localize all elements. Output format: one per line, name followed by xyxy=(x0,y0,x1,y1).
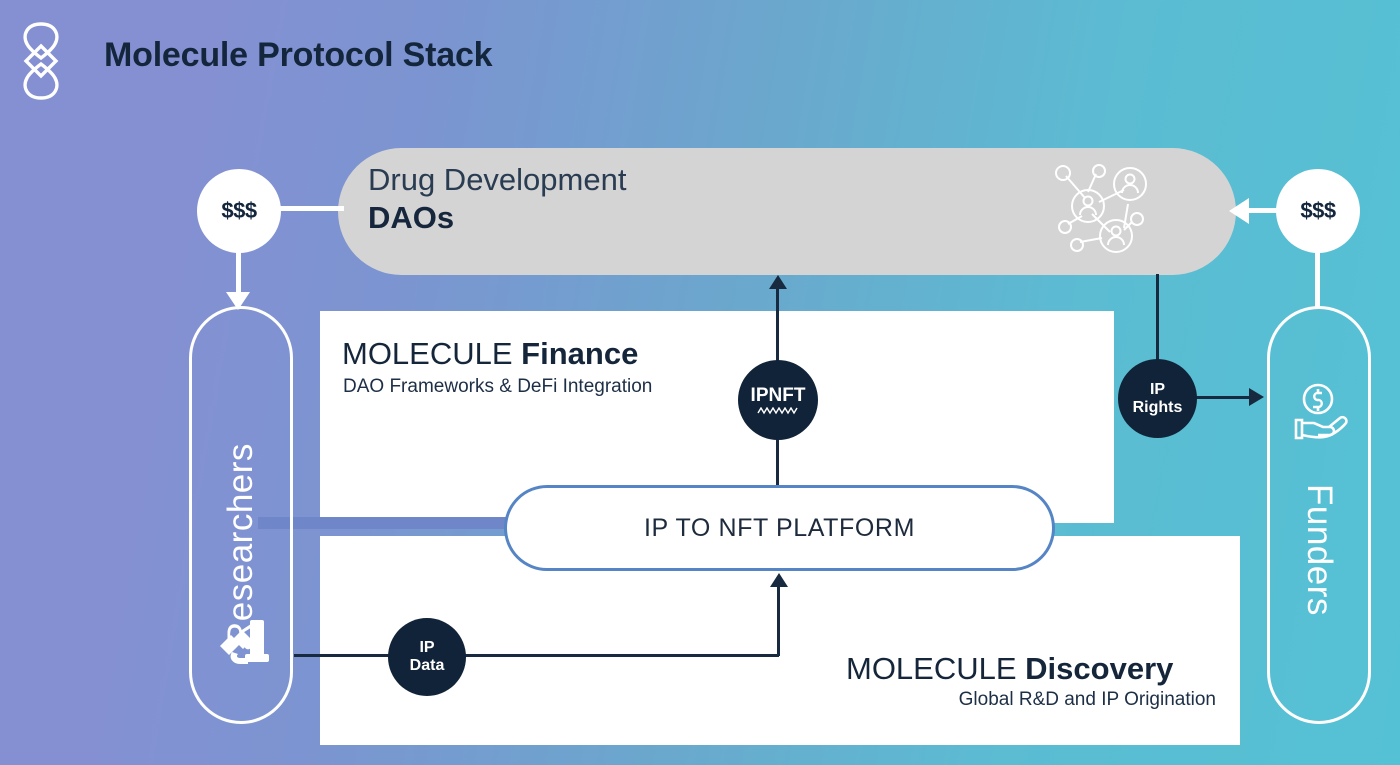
ip-to-nft-platform-pill[interactable]: IP TO NFT PLATFORM xyxy=(504,485,1055,571)
connector-ipdata-to-platform xyxy=(462,654,779,657)
ip-rights-line1: IP xyxy=(1149,380,1166,398)
connector-researchers-to-platform xyxy=(258,517,506,529)
connector-money-right-to-funders xyxy=(1315,250,1320,308)
connector-money-left-to-daos xyxy=(276,206,344,211)
discovery-title-bold: Discovery xyxy=(1025,651,1174,686)
connector-researchers-to-ipdata xyxy=(294,654,392,657)
arrow-left-to-daos-icon xyxy=(1229,198,1249,224)
discovery-subtitle: Global R&D and IP Origination xyxy=(958,689,1216,710)
microscope-icon xyxy=(212,612,274,674)
finance-title-light: MOLECULE xyxy=(342,336,522,371)
connector-up-to-platform xyxy=(777,578,780,656)
connector-daos-to-iprights xyxy=(1156,274,1159,362)
squiggle-underline-icon xyxy=(757,407,798,415)
connector-ipnft-to-daos xyxy=(776,278,779,363)
finance-subtitle: DAO Frameworks & DeFi Integration xyxy=(343,376,653,397)
arrow-right-to-funders-icon xyxy=(1249,388,1264,406)
arrow-down-to-researchers-icon xyxy=(226,292,250,310)
connector-money-left-to-researchers xyxy=(236,250,241,300)
ipnft-badge[interactable]: IPNFT xyxy=(738,360,818,440)
page-title: Molecule Protocol Stack xyxy=(104,36,493,74)
ip-rights-badge[interactable]: IP Rights xyxy=(1118,359,1197,438)
connector-money-right-to-daos xyxy=(1247,208,1283,213)
finance-title-bold: Finance xyxy=(521,336,639,371)
connector-platform-to-ipnft xyxy=(776,436,779,488)
money-badge-left[interactable]: $$$ xyxy=(197,169,281,253)
finance-title: MOLECULE Finance xyxy=(342,336,638,372)
daos-title-line1: Drug Development xyxy=(368,162,627,197)
connector-iprights-to-funders xyxy=(1194,396,1256,399)
ipnft-label: IPNFT xyxy=(750,384,806,406)
ip-data-badge[interactable]: IP Data xyxy=(388,618,466,696)
funders-label: Funders xyxy=(1300,484,1339,616)
discovery-title: MOLECULE Discovery xyxy=(846,651,1173,687)
arrow-up-to-daos-icon xyxy=(769,275,787,289)
hand-holding-coin-icon xyxy=(1288,382,1352,444)
ip-data-line1: IP xyxy=(419,639,435,657)
arrow-up-to-platform-icon xyxy=(770,573,788,587)
money-badge-right[interactable]: $$$ xyxy=(1276,169,1360,253)
platform-label: IP TO NFT PLATFORM xyxy=(643,513,916,542)
molecule-infinity-logo-icon xyxy=(8,18,74,104)
ip-rights-line2: Rights xyxy=(1132,398,1183,416)
daos-title-line2: DAOs xyxy=(368,200,455,235)
network-people-icon xyxy=(1052,162,1152,260)
discovery-title-light: MOLECULE xyxy=(846,651,1026,686)
ip-data-line2: Data xyxy=(409,657,445,674)
